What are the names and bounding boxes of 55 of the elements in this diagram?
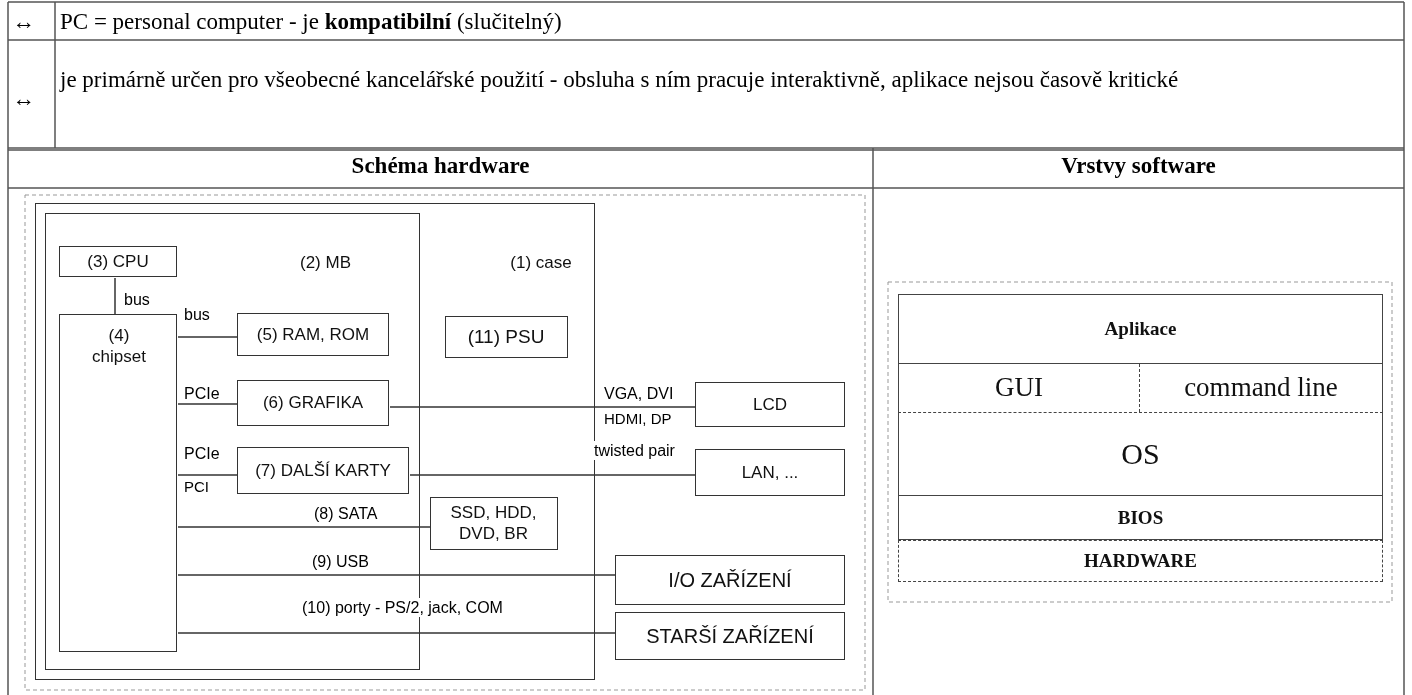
case-box	[35, 203, 595, 680]
node-label: STARŠÍ ZAŘÍZENÍ	[646, 623, 814, 649]
node-label: HARDWARE	[1084, 549, 1197, 573]
layer-band	[898, 294, 1383, 364]
connector-line	[177, 632, 616, 634]
chipset-box	[59, 314, 177, 652]
connector-line	[389, 406, 696, 408]
expansion-card-box	[237, 447, 409, 494]
arrow-symbol: ↔	[12, 85, 35, 113]
description-text: je primárně určen pro všeobecné kancelářské použití - obsluha s ním pracuje interaktivně, aplikace nejsou časově kritické	[60, 66, 1180, 94]
layer-band	[898, 496, 1383, 540]
connector-line	[177, 474, 239, 476]
connector-line	[177, 336, 239, 338]
arrow-symbol: ↔	[12, 8, 35, 36]
column-header: Vrstvy software	[1060, 152, 1217, 180]
legacy-device-box	[615, 612, 845, 660]
display-box	[695, 382, 845, 427]
connector-line	[177, 574, 616, 576]
network-box	[695, 449, 845, 496]
node-label: (7) DALŠÍ KARTY	[255, 459, 391, 482]
node-label: (3) CPU	[87, 250, 149, 273]
edge-label: twisted pair	[592, 441, 677, 461]
node-label: GUI	[995, 371, 1043, 405]
node-label: BIOS	[1117, 505, 1164, 530]
description-text: PC = personal computer - je kompatibilní (slučitelný)	[60, 8, 562, 36]
node-label: Aplikace	[1104, 317, 1177, 341]
storage-box	[429, 496, 558, 550]
node-label: LCD	[753, 393, 787, 416]
node-label: I/O ZAŘÍZENÍ	[668, 567, 792, 593]
io-device-box	[615, 555, 845, 605]
node-label: OS	[1121, 436, 1160, 473]
layer-band	[898, 412, 1383, 496]
node-label: LAN, ...	[741, 461, 799, 484]
node-label: SSD, HDD, DVD, BR	[449, 501, 538, 545]
node-label: (6) GRAFIKA	[262, 392, 364, 414]
layer-band	[898, 540, 1383, 582]
layer-band	[898, 364, 1140, 412]
connector-line	[114, 277, 116, 316]
node-label: command line	[1184, 371, 1338, 405]
node-label: (1) case	[509, 252, 573, 274]
power-supply-box	[444, 315, 568, 358]
node-label: (5) RAM, ROM	[256, 323, 370, 346]
edge-label: (9) USB	[310, 552, 371, 572]
node-label: (2) MB	[299, 251, 352, 273]
edge-label: (10) porty - PS/2, jack, COM	[300, 598, 505, 618]
column-header: Schéma hardware	[350, 152, 531, 180]
node-label: (11) PSU	[467, 324, 545, 349]
connector-line	[409, 474, 696, 476]
graphics-card-box	[237, 380, 389, 426]
connector-line	[177, 403, 239, 405]
connector-line	[177, 526, 431, 528]
memory-box	[237, 313, 389, 356]
node-label: (4) chipset	[91, 325, 147, 368]
cpu-box	[59, 246, 177, 277]
edge-label: (8) SATA	[312, 504, 380, 524]
